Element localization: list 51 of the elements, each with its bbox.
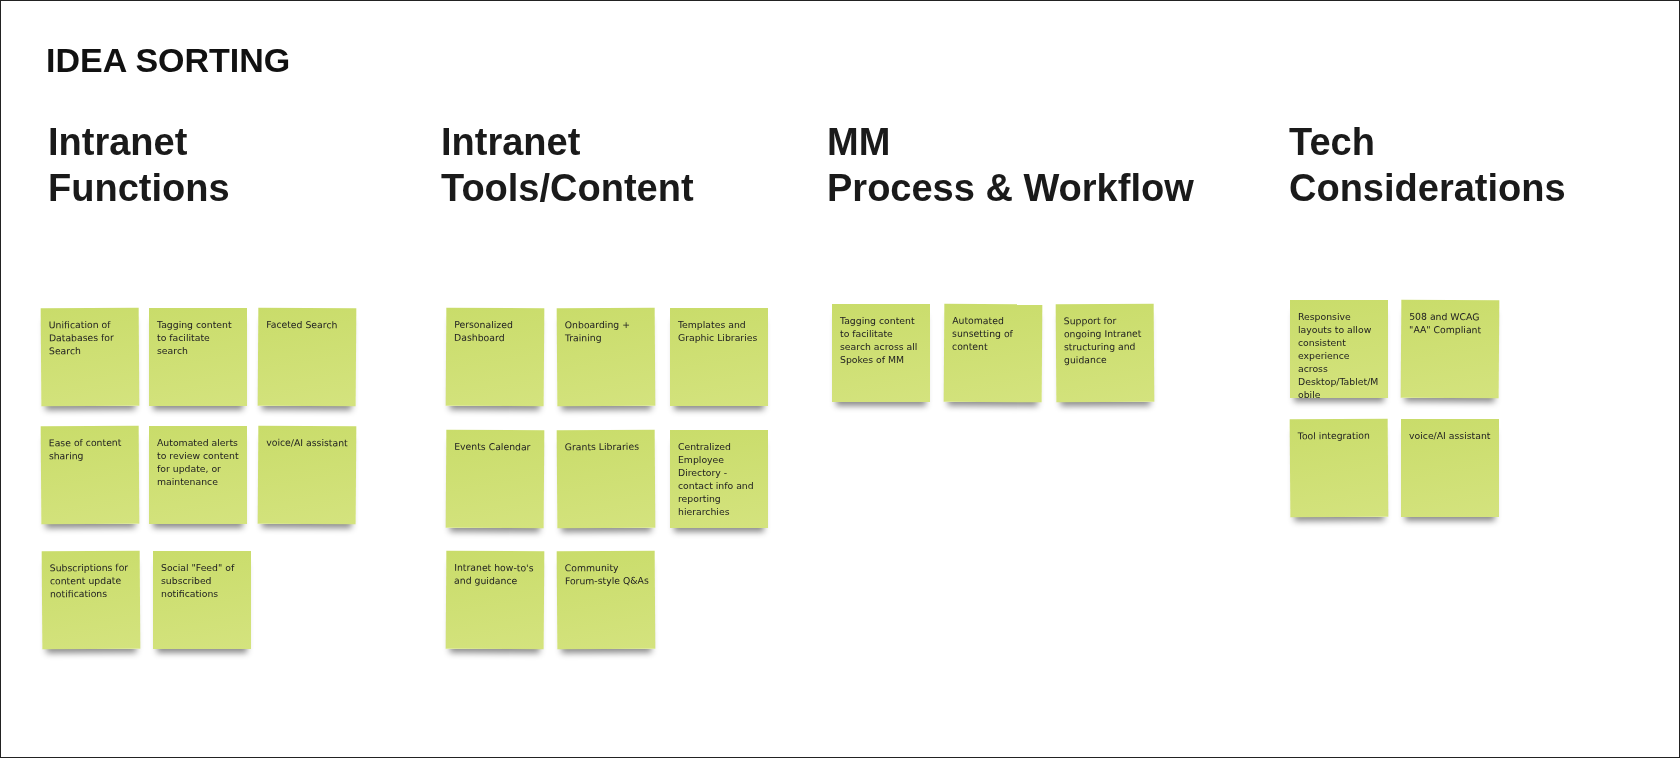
note-text: Community Forum-style Q&As (564, 560, 649, 588)
sticky-note (556, 550, 656, 650)
sticky-note (1290, 300, 1388, 398)
note-text: Centralized Employee Directory - contact info and reporting hierarchies (678, 440, 755, 518)
sticky-note (670, 430, 768, 528)
note-text: Personalized Dashboard (454, 317, 514, 345)
note-text: 508 and WCAG "AA" Compliant (1409, 309, 1483, 337)
sticky-note (149, 426, 247, 524)
note-text: Events Calendar (454, 439, 532, 454)
note-text: Grants Libraries (564, 439, 641, 454)
column-heading: MM Process & Workflow (827, 120, 1194, 211)
note-text: Tagging content to facilitate search across all Spokes of MM (840, 314, 919, 366)
note-text: Ease of content sharing (48, 435, 123, 463)
note-text: voice/AI assistant (266, 435, 349, 450)
note-text: Automated alerts to review content for update, or maintenance (157, 436, 240, 488)
note-text: voice/AI assistant (1409, 429, 1492, 442)
note-text: Unification of Databases for Search (48, 317, 115, 358)
sticky-note (1289, 418, 1389, 518)
sticky-note (556, 307, 656, 407)
sticky-note (149, 308, 247, 406)
note-text: Faceted Search (266, 317, 339, 332)
note-text: Support for ongoing Intranet structuring and guidance (1063, 313, 1143, 367)
sticky-note (670, 308, 768, 406)
note-text: Subscriptions for content update notifications (49, 560, 130, 601)
note-text: Onboarding + Training (564, 317, 631, 345)
column-heading: Tech Considerations (1289, 120, 1566, 211)
sticky-note (1400, 299, 1500, 399)
sticky-note (41, 550, 141, 650)
sticky-note (445, 550, 545, 650)
sticky-note (556, 429, 656, 529)
sticky-note (1055, 303, 1155, 403)
note-text: Tagging content to facilitate search (157, 318, 233, 357)
sticky-note (445, 429, 545, 529)
column-heading: Intranet Tools/Content (441, 120, 694, 211)
sticky-note (40, 307, 140, 407)
note-text: Intranet how-to's and guidance (454, 560, 535, 588)
board-title: IDEA SORTING (46, 41, 291, 80)
sticky-note (40, 425, 140, 525)
sticky-note (257, 425, 357, 525)
sticky-note (257, 307, 357, 407)
sticky-note (445, 307, 545, 407)
sticky-note (1401, 419, 1499, 517)
column-heading: Intranet Functions (48, 120, 230, 211)
note-text: Automated sunsetting of content (952, 313, 1014, 354)
note-text: Templates and Graphic Libraries (678, 318, 759, 344)
sticky-note (153, 551, 251, 649)
note-text: Responsive layouts to allow consistent experience across Desktop/Tablet/Mobile (1298, 310, 1380, 401)
note-text: Social "Feed" of subscribed notifications (161, 561, 236, 600)
sticky-note (943, 303, 1043, 403)
sticky-note (832, 304, 930, 402)
note-text: Tool integration (1297, 428, 1371, 443)
